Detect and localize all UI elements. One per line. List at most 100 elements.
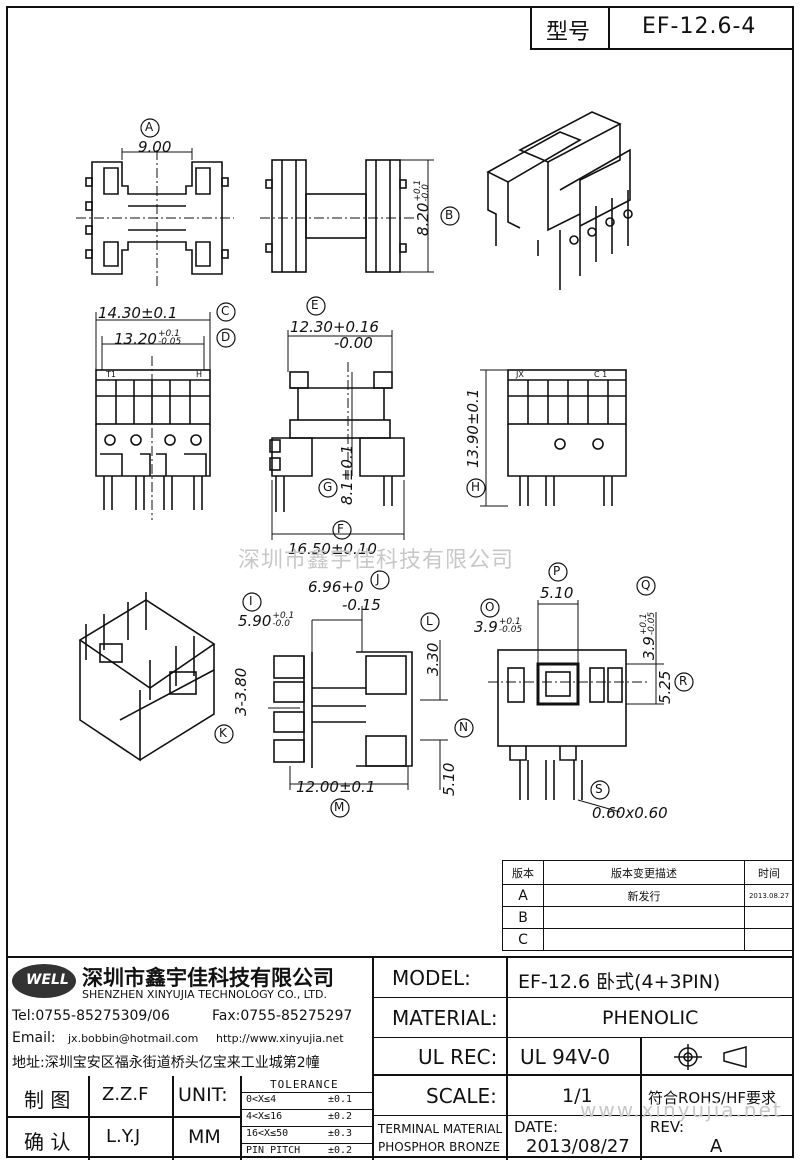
- revision-header-date: 时间: [744, 860, 794, 885]
- model-row: MODEL: EF-12.6 卧式(4+3PIN): [374, 958, 794, 998]
- dim-value-m: 12.00±0.1: [296, 778, 376, 796]
- company-fax: Fax:0755-85275297: [212, 1008, 353, 1024]
- type-box: 型号 EF-12.6-4: [530, 6, 794, 50]
- company-name-cn: 深圳市鑫宇佳科技有限公司: [82, 966, 334, 990]
- dim-value-o-tol-dn: -0.05: [498, 625, 523, 635]
- pin-label-jx: JX: [516, 370, 524, 379]
- revision-table: 版本 版本变更描述 时间 A 新发行 2013.08.27 B C: [502, 860, 794, 951]
- drawn-label: 制 图: [24, 1088, 71, 1112]
- company-tel: Tel:0755-85275309/06: [12, 1008, 170, 1024]
- tolerance-title: TOLERANCE: [270, 1078, 339, 1091]
- tolerance-rule-2: [242, 1126, 372, 1127]
- rear-view: [480, 369, 627, 507]
- material-label: MATERIAL:: [392, 1006, 498, 1030]
- drawing-sheet: [6, 6, 794, 1158]
- title-block: WELL 深圳市鑫宇佳科技有限公司 SHENZHEN XINYUJIA TECH…: [6, 956, 794, 1160]
- dim-value-o-tol-up: +0.1: [498, 617, 521, 627]
- dim-label-c: C: [221, 304, 230, 318]
- dim-value-d-tol-dn: -0.05: [157, 337, 182, 347]
- dim-label-b: B: [445, 208, 454, 222]
- dim-value-d-tol-up: +0.1: [157, 329, 180, 339]
- dim-label-j: J: [376, 572, 380, 586]
- drawn-vline-2: [172, 1076, 174, 1160]
- dim-label-h: H: [471, 480, 481, 494]
- dim-value-d-main: 13.20: [114, 330, 157, 348]
- check-value: L.Y.J: [106, 1126, 141, 1147]
- dim-label-n: N: [459, 720, 468, 734]
- revision-row-version: B: [502, 906, 544, 929]
- scale-divider-2: [640, 1076, 642, 1116]
- revision-row-date: 2013.08.27: [744, 884, 794, 907]
- company-area: WELL 深圳市鑫宇佳科技有限公司 SHENZHEN XINYUJIA TECH…: [6, 958, 374, 1076]
- drawn-value: Z.Z.F: [102, 1084, 149, 1105]
- company-logo-text: WELL: [26, 972, 69, 988]
- dim-label-q: Q: [641, 578, 651, 592]
- scale-label: SCALE:: [426, 1084, 497, 1108]
- revision-row-desc: [543, 906, 745, 929]
- isometric-bottom-view: [78, 592, 216, 762]
- material-info-divider: [506, 1116, 508, 1160]
- dim-value-b-tol-dn: -0.0: [421, 184, 431, 202]
- phosphor-bronze: PHOSPHOR BRONZE: [378, 1140, 500, 1154]
- ulrec-row: UL REC: UL 94V-0: [374, 1038, 794, 1076]
- revision-header-desc: 版本变更描述: [543, 860, 745, 885]
- dim-value-j2: -0.15: [342, 596, 381, 614]
- tolerance-rule-1: [242, 1109, 372, 1110]
- dim-value-s: 0.60x0.60: [592, 804, 668, 822]
- dim-value-i: 5.90+0.1-0.0: [238, 612, 294, 631]
- drawn-vline-1: [88, 1076, 90, 1160]
- top-view: [76, 148, 234, 286]
- revision-header-version: 版本: [502, 860, 544, 885]
- revision-row-desc: 新发行: [543, 884, 745, 907]
- type-value: EF-12.6-4: [642, 14, 757, 39]
- company-email: jx.bobbin@hotmail.com: [68, 1032, 199, 1045]
- dim-label-k: K: [219, 726, 227, 740]
- drawn-grid: [6, 1076, 374, 1160]
- type-divider: [608, 6, 610, 48]
- tolerance-value: ±0.2: [328, 1111, 353, 1122]
- projection-symbol-icon: [674, 1044, 747, 1070]
- ulrec-value: UL 94V-0: [520, 1045, 611, 1069]
- dim-value-c: 14.30±0.1: [98, 304, 178, 322]
- date-value: 2013/08/27: [526, 1136, 630, 1157]
- tolerance-value: ±0.3: [328, 1128, 353, 1139]
- revision-row-version: A: [502, 884, 544, 907]
- terminal-material: TERMINAL MATERIAL: [378, 1122, 503, 1136]
- tolerance-value: ±0.1: [328, 1094, 353, 1105]
- material-divider: [506, 998, 508, 1038]
- dim-value-o-main: 3.9: [474, 618, 498, 636]
- dim-value-k: 3-3.80: [232, 667, 250, 716]
- model-value: EF-12.6 卧式(4+3PIN): [518, 971, 721, 993]
- company-email-label: Email:: [12, 1030, 56, 1046]
- dim-value-l: 3.30: [424, 642, 442, 676]
- tolerance-range: 16<X≤50: [246, 1128, 289, 1139]
- tolerance-rule-0: [242, 1092, 372, 1093]
- material-value: PHENOLIC: [602, 1007, 699, 1029]
- unit-label: UNIT:: [178, 1084, 228, 1106]
- dim-value-r: 5.25: [656, 670, 674, 704]
- dim-value-p: 5.10: [540, 584, 574, 602]
- dim-value-e1: 12.30+0.16: [290, 318, 379, 336]
- tolerance-range: PIN PITCH: [246, 1145, 301, 1156]
- rev-label: REV:: [650, 1118, 684, 1136]
- dim-value-f: 16.50±0.10: [288, 540, 377, 558]
- revision-row-date: [744, 906, 794, 929]
- date-label: DATE:: [514, 1118, 559, 1136]
- watermark-url: www.xinyujia.net: [580, 1098, 783, 1122]
- dim-value-i-tol-dn: -0.0: [272, 619, 290, 629]
- material-info-row: TERMINAL MATERIAL PHOSPHOR BRONZE DATE: …: [374, 1116, 794, 1160]
- dim-label-o: O: [485, 600, 495, 614]
- revision-row-desc: [543, 928, 745, 951]
- dim-label-d: D: [221, 330, 231, 344]
- dim-value-n: 5.10: [440, 762, 458, 796]
- side-elevation-view: [269, 330, 405, 540]
- side-view: [260, 159, 434, 273]
- drawn-hline: [6, 1116, 240, 1118]
- dim-label-g: G: [323, 480, 333, 494]
- ulrec-divider: [506, 1038, 508, 1076]
- dim-value-q: 3.9+0.1-0.05: [639, 612, 658, 660]
- material-info-divider-2: [640, 1116, 642, 1160]
- dim-label-l: L: [426, 614, 433, 628]
- dim-label-r: R: [679, 674, 688, 688]
- watermark-text: 深圳市鑫宇佳科技有限公司: [238, 548, 515, 573]
